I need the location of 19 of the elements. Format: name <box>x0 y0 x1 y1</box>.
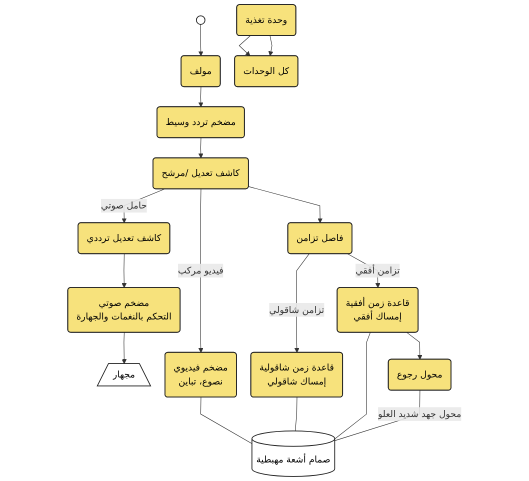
connector <box>334 332 371 440</box>
arrow <box>122 332 127 364</box>
arrow <box>198 86 204 108</box>
arrow <box>198 24 204 56</box>
arrow <box>406 332 422 360</box>
arrow <box>238 36 250 56</box>
arrow <box>198 138 204 158</box>
connector <box>294 397 298 432</box>
edge-label: حامل صوتي <box>100 200 147 211</box>
edge-label: تزامن أفقي <box>356 264 400 276</box>
arrow <box>268 36 274 56</box>
edge-label: محول جهد شديد العلو <box>378 408 462 420</box>
arrow <box>198 188 204 353</box>
arrow <box>122 254 127 288</box>
edge-label: فيديو مركب <box>178 264 224 276</box>
edge-label: تزامن شاقولي <box>269 304 324 316</box>
connector <box>200 397 252 444</box>
arrow <box>248 186 323 224</box>
node-antenna <box>196 15 206 25</box>
